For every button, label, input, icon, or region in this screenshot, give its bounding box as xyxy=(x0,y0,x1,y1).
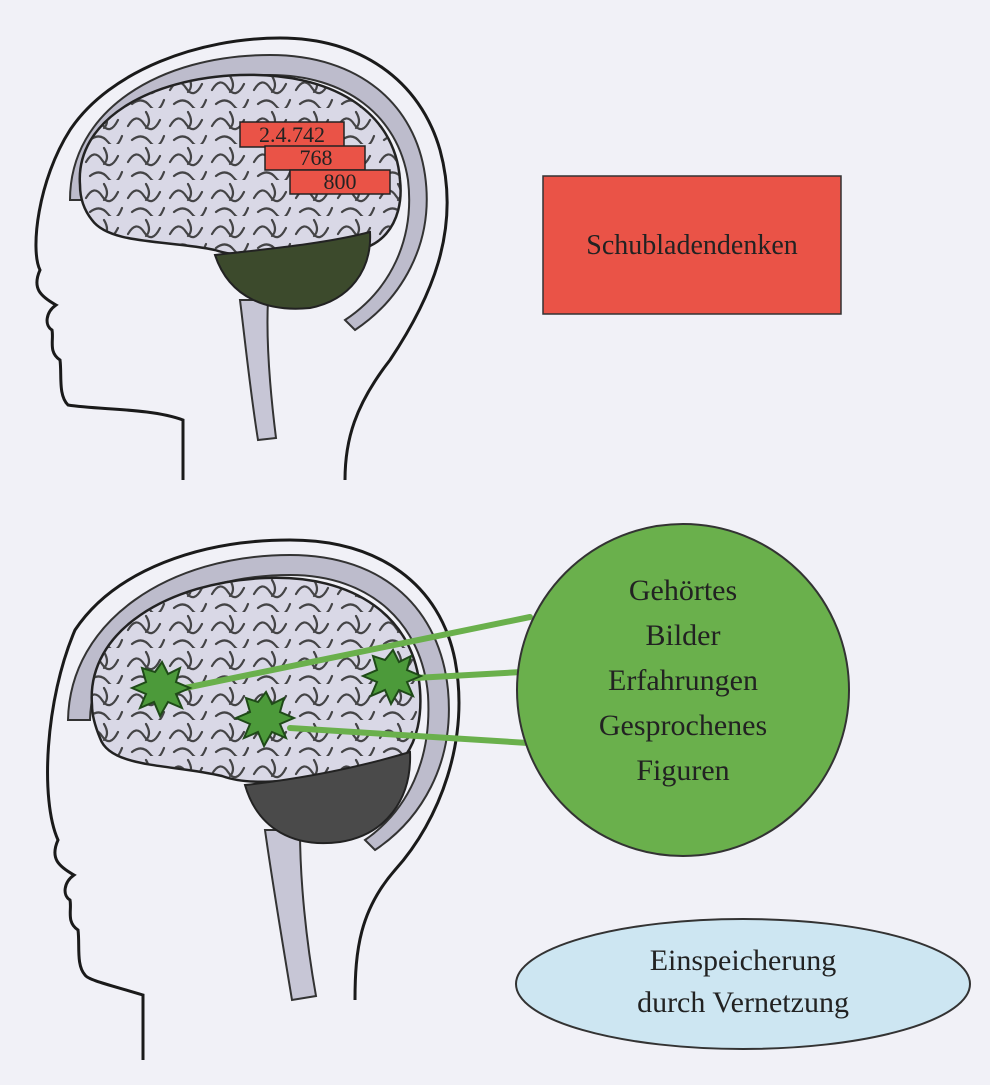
circle-item-5: Figuren xyxy=(636,754,729,787)
drawer-1-label: 2.4.742 xyxy=(259,122,325,147)
connection-line-1 xyxy=(182,614,533,691)
drawer-1 xyxy=(239,121,345,148)
top-brain-folds xyxy=(79,74,401,255)
schubladendenken-label: Schubladendenken xyxy=(586,230,798,261)
circle-item-1: Gehörtes xyxy=(629,574,737,607)
drawer-3-label: 800 xyxy=(324,169,357,194)
activation-stars xyxy=(129,648,424,749)
top-spinal-cord xyxy=(238,299,278,442)
activation-star-2 xyxy=(233,690,297,749)
drawer-stack: 2.4.742 768 800 xyxy=(239,121,391,195)
summary-oval xyxy=(515,918,971,1050)
circle-item-2: Bilder xyxy=(646,619,721,652)
drawer-2-label: 768 xyxy=(300,145,333,170)
top-head xyxy=(34,36,449,481)
top-cerebellum xyxy=(213,230,372,310)
bottom-cerebellum xyxy=(243,750,412,844)
bottom-head-outline xyxy=(46,538,461,1060)
circle-item-3: Erfahrungen xyxy=(608,664,758,697)
oval-line-1: Einspeicherung xyxy=(650,944,837,977)
drawer-3 xyxy=(289,169,391,195)
bottom-spinal-cord xyxy=(263,829,318,1002)
top-head-outline xyxy=(34,36,449,481)
bottom-head xyxy=(46,538,461,1060)
drawer-2 xyxy=(264,145,366,171)
bottom-skull-band xyxy=(66,553,450,852)
knowledge-circle xyxy=(516,523,850,857)
connection-line-3 xyxy=(287,725,531,746)
oval-line-2: durch Vernetzung xyxy=(637,986,849,1019)
activation-star-3 xyxy=(360,648,424,707)
schubladendenken-box xyxy=(542,175,842,315)
activation-star-1 xyxy=(129,660,193,719)
connection-line-2 xyxy=(412,669,525,681)
circle-item-4: Gesprochenes xyxy=(599,709,767,742)
connection-lines xyxy=(182,614,533,746)
